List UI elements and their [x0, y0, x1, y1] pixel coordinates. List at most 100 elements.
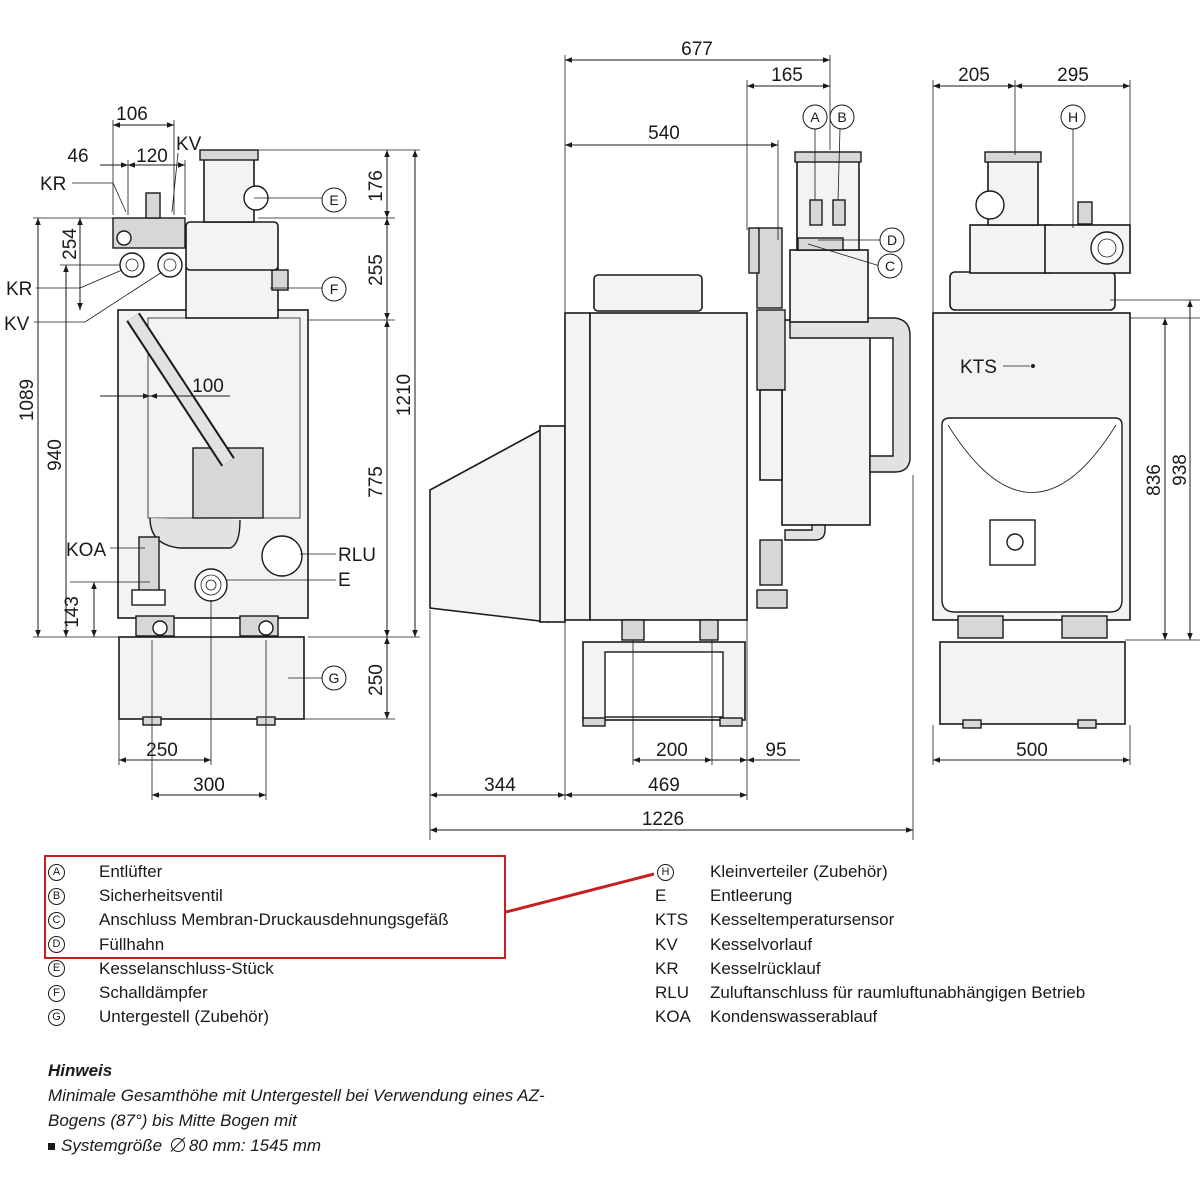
label-koa: KOA	[66, 540, 106, 561]
dim-front-250w: 250	[146, 740, 178, 761]
legend-item-c: C Anschluss Membran-Druckausdehnungsgefäß	[48, 908, 449, 932]
label-rlu: RLU	[338, 545, 376, 566]
dim-front-120: 120	[136, 146, 168, 167]
front-muffler	[185, 267, 279, 319]
callout-g-label: G	[329, 670, 340, 686]
legend-item-h: H Kleinverteiler (Zubehör)	[655, 860, 1085, 884]
callout-g	[321, 665, 347, 691]
mark-h: H	[657, 863, 674, 881]
callout-c	[877, 253, 903, 279]
legend-text-kv: Kesselvorlauf	[710, 934, 813, 954]
legend-text-d: Füllhahn	[99, 934, 165, 954]
dim-front-250h: 250	[366, 664, 387, 696]
dim-front-300: 300	[193, 775, 225, 796]
condensate-outlet	[138, 536, 160, 598]
legend-text-koa: Kondenswasserablauf	[710, 1007, 878, 1027]
dim-back-836: 836	[1144, 464, 1165, 496]
diameter-icon	[170, 1137, 186, 1153]
front-flue-connector	[203, 155, 255, 223]
note-block: Hinweis Minimale Gesamthöhe mit Unterges…	[48, 1058, 545, 1158]
legend-text-g: Untergestell (Zubehör)	[99, 1007, 270, 1027]
dim-front-143: 143	[62, 596, 83, 628]
callout-b	[829, 104, 855, 130]
dim-back-295: 295	[1057, 65, 1089, 86]
callout-h-label: H	[1068, 109, 1078, 125]
side-view: 677 165 540 A B D C 200 95 344 469 1	[429, 39, 914, 840]
back-view: KTS 205 295 H 836 938 500	[932, 65, 1200, 765]
legend-text-c: Anschluss Membran-Druckausdehnungsgefäß	[99, 910, 449, 930]
dim-side-1226: 1226	[642, 809, 684, 830]
label-kv-side: KV	[4, 314, 30, 335]
note-line-3-prefix: Systemgröße	[61, 1136, 163, 1155]
dim-back-205: 205	[958, 65, 990, 86]
callout-d	[879, 227, 905, 253]
key-kts: KTS	[655, 910, 689, 930]
front-view: 106 46 120 KV KR KR KV 254 1089 940	[4, 104, 420, 800]
key-rlu: RLU	[655, 982, 690, 1002]
callout-e-front	[321, 187, 347, 213]
kv-port	[157, 252, 183, 278]
mark-d: D	[48, 936, 65, 954]
legend-text-h: Kleinverteiler (Zubehör)	[710, 862, 888, 881]
legend-item-b: B Sicherheitsventil	[48, 884, 449, 908]
dim-front-176: 176	[366, 170, 387, 202]
label-e-front: E	[338, 570, 351, 591]
dim-front-106: 106	[116, 104, 148, 125]
front-stand	[118, 636, 305, 720]
dim-front-940: 940	[45, 439, 66, 471]
legend-text-rlu: Zuluftanschluss für raumluftunabhängigen…	[710, 982, 1086, 1002]
highlight-box	[44, 855, 506, 959]
dim-side-540: 540	[648, 123, 680, 144]
label-kts: KTS	[960, 357, 997, 378]
mark-g: G	[48, 1008, 65, 1026]
technical-drawing: 106 46 120 KV KR KR KV 254 1089 940	[4, 39, 1200, 840]
bullet-icon	[48, 1143, 55, 1151]
dim-front-255: 255	[366, 254, 387, 286]
legend-text-b: Sicherheitsventil	[99, 886, 223, 906]
back-stand	[939, 641, 1126, 725]
legend-item-d: D Füllhahn	[48, 933, 449, 957]
dim-side-469: 469	[648, 775, 680, 796]
callout-d-label: D	[887, 232, 897, 248]
legend-item-kts: KTS Kesseltemperatursensor	[655, 908, 1085, 932]
side-housing	[589, 312, 748, 621]
mark-e: E	[48, 960, 65, 978]
dim-front-254: 254	[60, 228, 81, 260]
mark-c: C	[48, 911, 65, 929]
mark-b: B	[48, 887, 65, 905]
note-title: Hinweis	[48, 1061, 113, 1080]
callout-c-label: C	[885, 258, 895, 274]
legend-item-kv: KV Kesselvorlauf	[655, 933, 1085, 957]
mark-a: A	[48, 863, 65, 881]
key-kv: KV	[655, 934, 678, 954]
callout-f	[321, 276, 347, 302]
label-kv-top: KV	[176, 134, 202, 155]
legend-text-e: Kesselanschluss-Stück	[99, 958, 274, 978]
callout-e-front-label: E	[329, 192, 338, 208]
legend-item-e: E Kesselanschluss-Stück	[48, 957, 449, 981]
dim-front-1089: 1089	[17, 379, 38, 421]
note-line-1: Minimale Gesamthöhe mit Untergestell bei…	[48, 1086, 545, 1105]
legend-text-a: Entlüfter	[99, 862, 163, 881]
legend-item-rlu: RLU Zuluftanschluss für raumluftunabhängi…	[655, 981, 1085, 1005]
dim-side-165: 165	[771, 65, 803, 86]
label-kr-top: KR	[40, 174, 66, 195]
legend-text-f: Schalldämpfer	[99, 982, 208, 1002]
drain-port	[194, 568, 228, 602]
dim-side-200: 200	[656, 740, 688, 761]
rlu-port	[261, 535, 303, 577]
dim-side-677: 677	[681, 39, 713, 60]
legend-item-g: G Untergestell (Zubehör)	[48, 1005, 449, 1029]
note-line-3: Systemgröße 80 mm: 1545 mm	[48, 1133, 545, 1158]
dim-back-938: 938	[1170, 454, 1191, 486]
label-kr-side: KR	[6, 279, 32, 300]
dim-front-100: 100	[192, 376, 224, 397]
key-kr: KR	[655, 958, 679, 978]
legend-text-kts: Kesseltemperatursensor	[710, 910, 895, 930]
key-koa: KOA	[655, 1007, 691, 1027]
legend-item-a: A Entlüfter	[48, 860, 449, 884]
